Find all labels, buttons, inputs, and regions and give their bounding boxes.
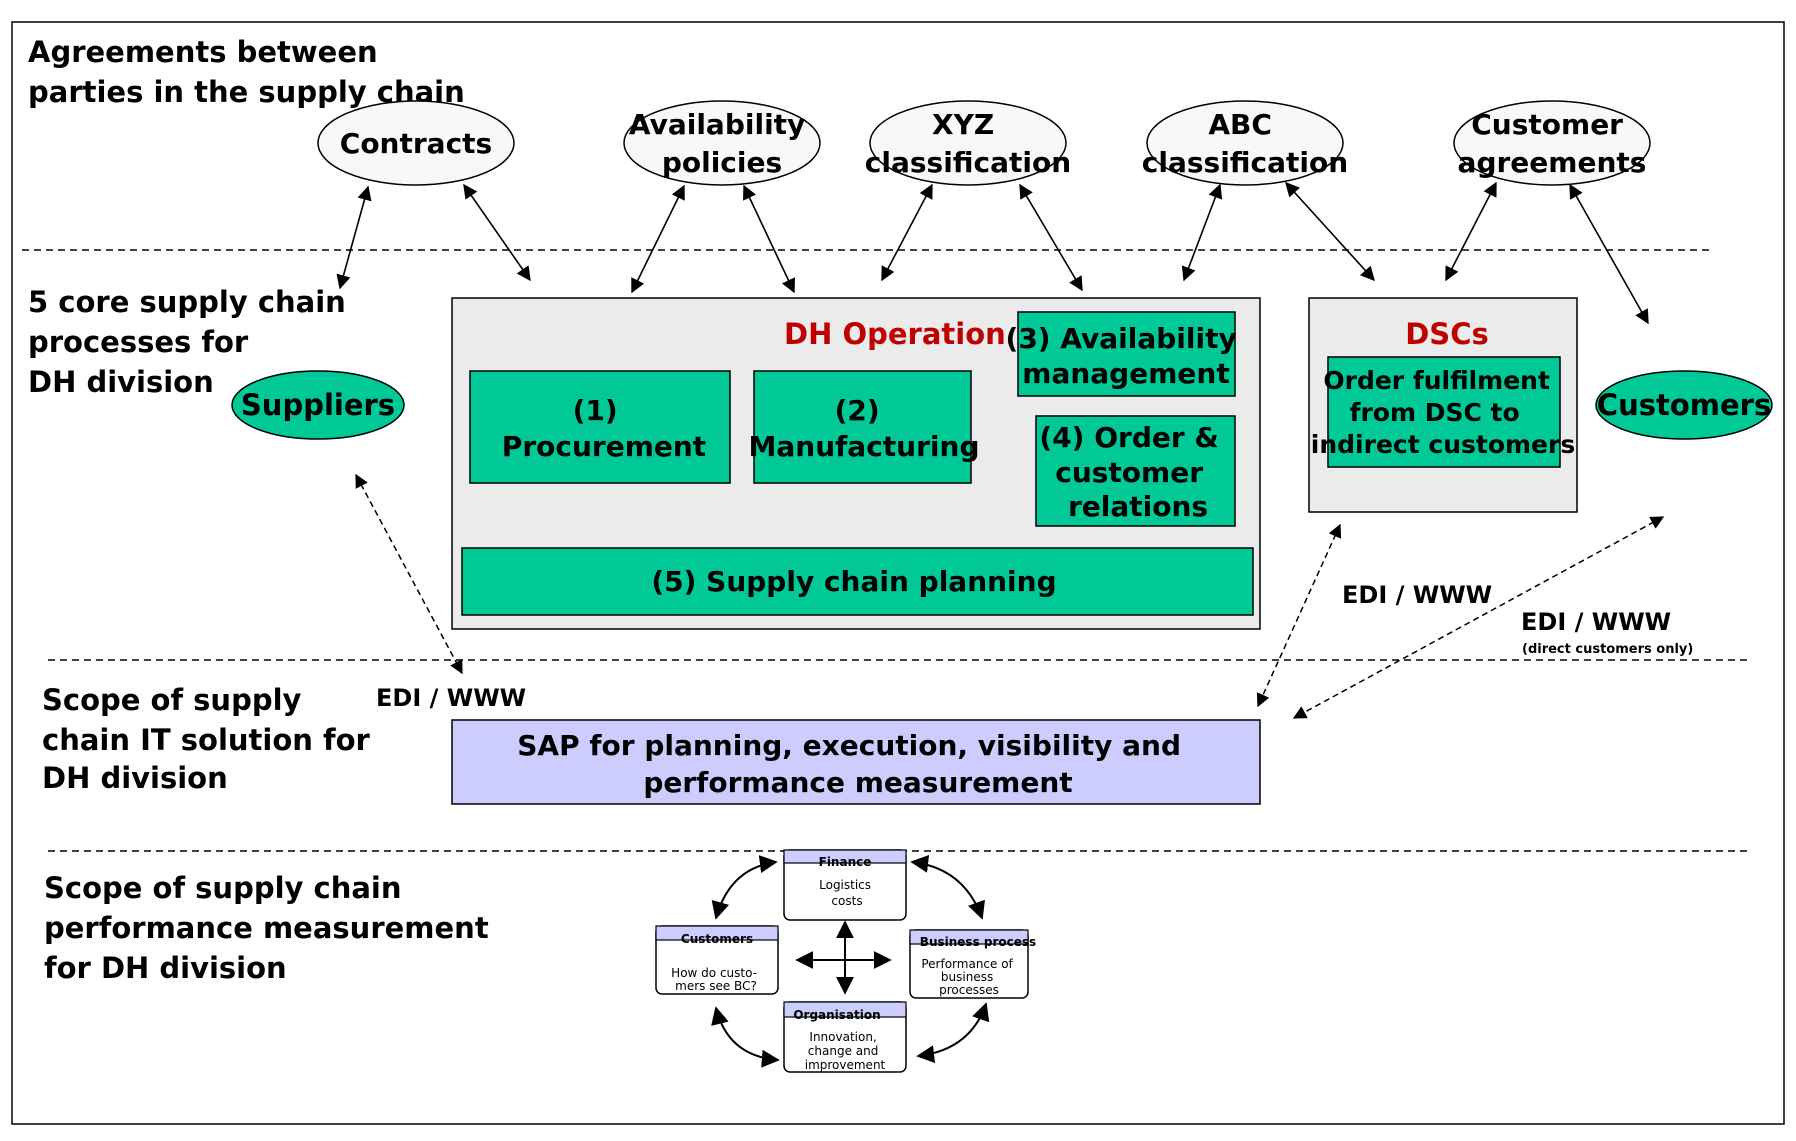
availability-management-box: (3) Availability management: [1006, 311, 1247, 397]
scorecard: Finance Logistics costs Customers How do…: [655, 849, 1036, 1073]
dscs-box: DSCs Order fulfilment from DSC to indire…: [1308, 297, 1578, 513]
procurement-box: (1) Procurement: [469, 370, 731, 484]
agreement-availability-policies: Availability policies: [623, 100, 821, 186]
edi-arrows: [355, 473, 1665, 719]
svg-text:Contracts: Contracts: [340, 127, 492, 160]
svg-text:Customers: Customers: [1597, 388, 1771, 422]
manufacturing-box: (2) Manufacturing: [749, 370, 980, 484]
svg-text:Logistics costs: Logistics costs: [819, 878, 875, 908]
svg-text:(4) Order & customer: (4) Order & customer relations: [1039, 421, 1228, 523]
svg-text:Business process: Business process: [920, 935, 1036, 949]
scorecard-finance: Finance Logistics costs: [783, 849, 907, 921]
svg-text:(2) Manufacturing: (2) Manufacturing: [749, 394, 980, 463]
cycle-arrow-top-left: [711, 855, 778, 920]
section-it-scope-label: Scope of supply chain IT solution for DH…: [42, 683, 380, 795]
svg-text:How do custo- mers see: How do custo- mers see BC?: [671, 966, 761, 993]
svg-text:(3) Availability manag: (3) Availability management: [1006, 322, 1247, 390]
edi-label-right-note: (direct customers only): [1522, 642, 1693, 657]
scorecard-business-process: Business process Performance of business…: [909, 929, 1036, 999]
edi-arrow-customers-sap: [1292, 516, 1665, 719]
customers-node: Customers: [1595, 370, 1773, 440]
svg-text:(5) Supply chain planning: (5) Supply chain planning: [651, 565, 1056, 598]
agreement-customer-agreements: Customer agreements: [1453, 100, 1651, 186]
supply-chain-planning-box: (5) Supply chain planning: [461, 547, 1254, 616]
svg-text:ABC classification: ABC classification: [1142, 108, 1348, 179]
cycle-arrow-bottom-right: [916, 1002, 990, 1064]
arrow-xyz-manufacturing: [881, 183, 933, 282]
agreement-contracts: Contracts: [317, 100, 515, 186]
section-perf-scope-label: Scope of supply chain performance measur…: [44, 871, 499, 985]
svg-text:Availability policies: Availability policies: [629, 108, 815, 179]
svg-text:Customers: Customers: [681, 932, 753, 946]
scorecard-cross-arrows: [795, 920, 892, 995]
arrow-abc-dscs: [1285, 181, 1375, 282]
svg-text:XYZ classification: XYZ classification: [865, 108, 1071, 179]
section-core-label: 5 core supply chain processes for DH div…: [28, 285, 356, 399]
svg-text:Customer agreements: Customer agreements: [1458, 108, 1647, 179]
cycle-arrow-top-right: [910, 854, 985, 920]
svg-text:SAP for planning, execution,: SAP for planning, execution, visibility …: [517, 729, 1191, 799]
svg-text:Performance of busines: Performance of business processes: [921, 957, 1016, 997]
arrow-availability-manufacturing: [743, 184, 795, 294]
dh-operation-box: DH Operation (1) Procurement (2) Manufac…: [451, 297, 1261, 630]
arrow-contracts-suppliers: [336, 185, 372, 290]
scorecard-organisation: Organisation Innovation, change and impr…: [783, 1001, 907, 1073]
svg-text:Organisation: Organisation: [793, 1008, 880, 1022]
dh-operation-title: DH Operation: [784, 317, 1006, 351]
edi-label-mid: EDI / WWW: [1342, 581, 1492, 609]
arrow-abc-order: [1181, 183, 1223, 282]
arrow-customer-agreements-dscs: [1445, 181, 1497, 282]
order-fulfilment-box: Order fulfilment from DSC to indirect cu…: [1311, 356, 1575, 468]
suppliers-node: Suppliers: [231, 370, 405, 440]
cycle-arrow-bottom-left: [711, 1006, 780, 1068]
scorecard-customers: Customers How do custo- mers see BC?: [655, 925, 779, 995]
arrow-xyz-availability: [1019, 183, 1083, 292]
edi-label-right: EDI / WWW: [1521, 608, 1671, 636]
arrow-customer-agreements-customers: [1569, 183, 1649, 325]
arrow-availability-procurement: [631, 184, 685, 294]
svg-text:(1) Procurement: (1) Procurement: [502, 394, 706, 463]
svg-text:Order fulfilment from: Order fulfilment from DSC to indirect cu…: [1311, 366, 1575, 459]
agreement-arrows: [336, 181, 1649, 325]
dscs-title: DSCs: [1405, 317, 1489, 351]
arrow-contracts-dh: [463, 183, 531, 282]
scorecard-cycle-arrows: [711, 854, 990, 1068]
svg-text:Suppliers: Suppliers: [241, 388, 395, 422]
edi-label-left: EDI / WWW: [376, 684, 526, 712]
edi-arrow-suppliers-sap: [355, 473, 463, 675]
agreement-xyz-classification: XYZ classification: [865, 100, 1071, 186]
sap-box: SAP for planning, execution, visibility …: [451, 719, 1261, 805]
svg-text:Finance: Finance: [819, 855, 872, 869]
order-customer-relations-box: (4) Order & customer relations: [1035, 415, 1236, 527]
svg-text:Innovation, change and: Innovation, change and improvement: [805, 1030, 886, 1072]
agreement-abc-classification: ABC classification: [1142, 100, 1348, 186]
